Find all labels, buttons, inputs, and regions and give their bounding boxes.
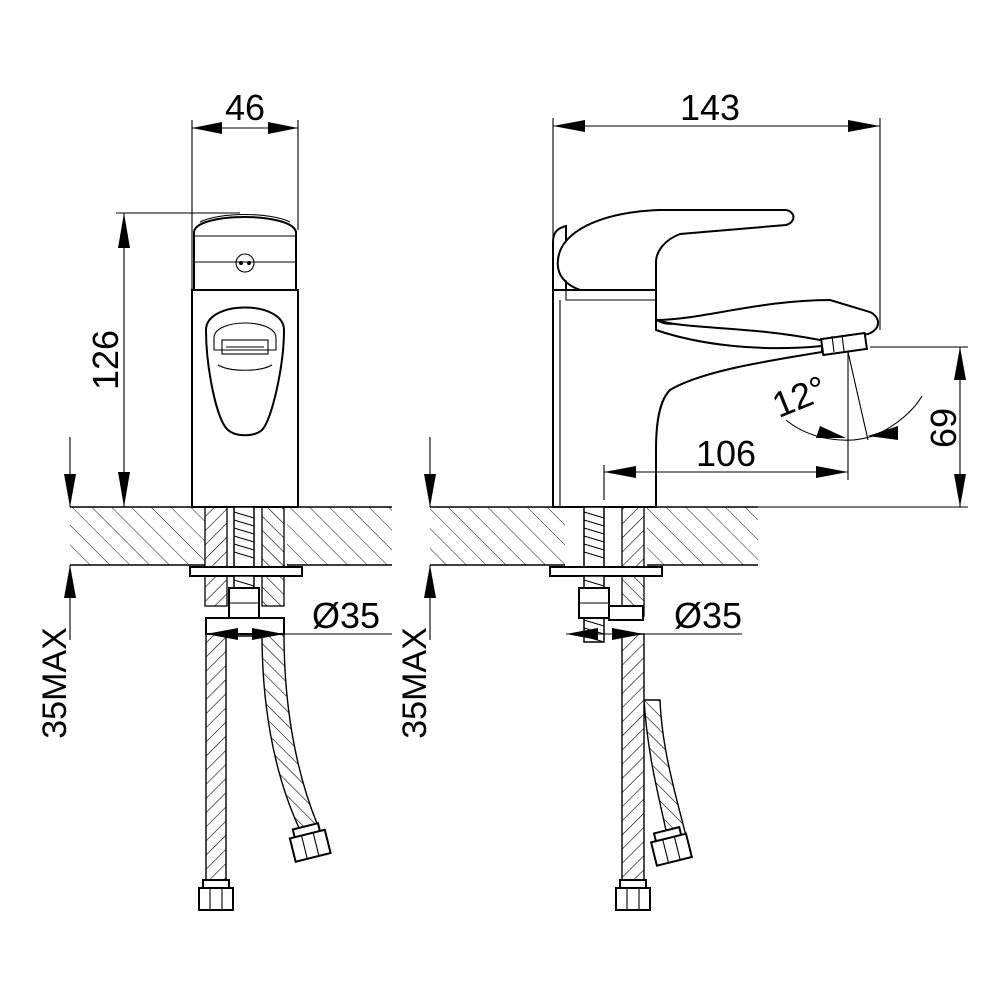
side-view: 143 106 69 12°: [396, 87, 968, 911]
hose-nut-right-front: [288, 821, 332, 863]
label-angle-12: 12°: [766, 367, 832, 425]
hose-nut-left-side: [615, 879, 651, 911]
hose-nut-right-side: [649, 825, 694, 867]
dimension-diameter-front: Ø35: [206, 595, 392, 640]
label-length-143: 143: [680, 87, 740, 128]
label-diameter-35-side: Ø35: [674, 595, 742, 636]
label-reach-106: 106: [696, 433, 756, 474]
label-outlet-height-69: 69: [923, 408, 964, 448]
dimension-width-front: 46: [191, 87, 299, 290]
hose-nut-left-front: [198, 879, 234, 911]
label-width-46: 46: [225, 87, 265, 128]
label-35max-front: 35MAX: [36, 627, 74, 739]
dimension-length-side: 143: [552, 87, 881, 330]
dimension-angle-side: 12°: [766, 351, 923, 441]
mounting-shank-side: [549, 506, 663, 643]
label-diameter-35-front: Ø35: [312, 595, 380, 636]
front-view: 46 126 35MAX Ø35: [36, 87, 392, 911]
dimension-height-front: 126: [85, 212, 240, 507]
label-height-126: 126: [85, 330, 126, 390]
dimension-diameter-side: Ø35: [566, 595, 742, 640]
dimension-reach-side: 106: [603, 352, 849, 500]
dimension-max-side: 35MAX: [396, 437, 436, 739]
faucet-body-front: [191, 213, 299, 508]
faucet-body-side: [552, 209, 879, 508]
label-35max-side: 35MAX: [396, 627, 434, 739]
mounting-shank-front: [189, 506, 303, 637]
supply-hoses-front: [198, 633, 332, 911]
dimension-outlet-height-side: 69: [656, 346, 968, 508]
supply-hoses-side: [615, 633, 694, 911]
countertop-section-front: [70, 505, 392, 567]
dimension-max-front: 35MAX: [36, 437, 76, 739]
